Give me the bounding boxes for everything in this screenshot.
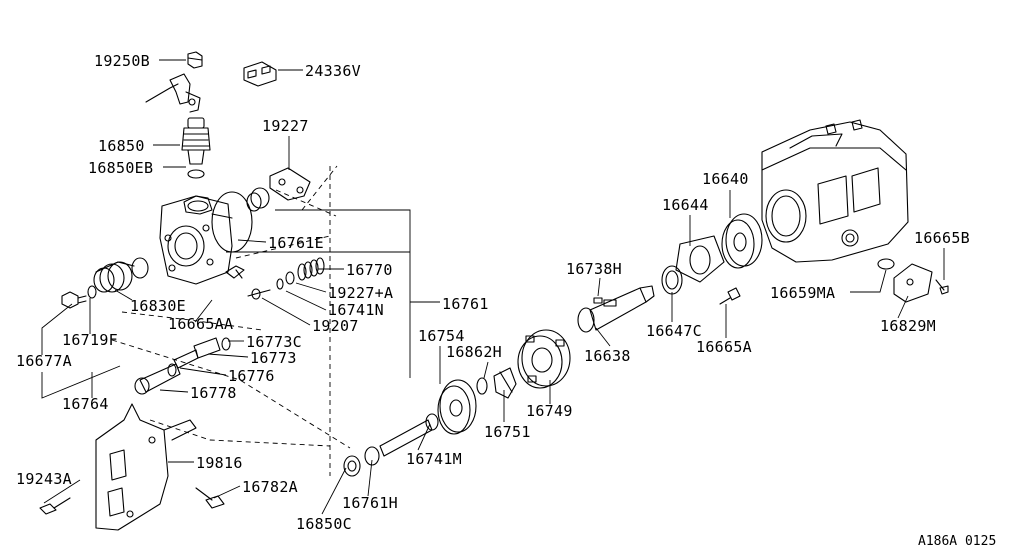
label-16830e: 16830E: [130, 297, 186, 315]
label-16773: 16773: [250, 349, 297, 367]
part-labels: 19250B 24336V 16850 16850EB 19227 16761E…: [16, 52, 996, 549]
shaft-16638: [577, 285, 655, 333]
label-16665a: 16665A: [696, 338, 752, 356]
sensor-lead: [145, 73, 201, 113]
label-16850eb: 16850EB: [88, 159, 153, 177]
plug-cylinder: [246, 187, 270, 212]
connector-24336v: [243, 61, 277, 87]
bracket-19816: [95, 403, 197, 531]
roller-ring-16749: [517, 329, 571, 389]
solenoid-16850: [181, 117, 211, 165]
label-16754: 16754: [418, 327, 465, 345]
label-19816: 19816: [196, 454, 243, 472]
ring-16741n: [276, 278, 284, 290]
cover-plate-19227: [269, 167, 311, 201]
washer-16719f: [87, 285, 97, 299]
pin-19207: [247, 288, 271, 300]
label-16665aa: 16665AA: [168, 315, 233, 333]
label-16647c: 16647C: [646, 322, 702, 340]
o-ring-16850eb: [187, 169, 205, 179]
plate-16640: [721, 213, 763, 269]
bolt-19243a: [39, 497, 71, 515]
cross-disk-16751: [493, 367, 517, 399]
label-19227: 19227: [262, 117, 309, 135]
label-16862h: 16862H: [446, 343, 502, 361]
label-16773c: 16773C: [246, 333, 302, 351]
label-24336v: 24336V: [305, 62, 361, 80]
delivery-valve-16830e: [93, 257, 149, 293]
label-16741m: 16741M: [406, 450, 462, 468]
label-19227a: 19227+A: [328, 284, 393, 302]
key-16738h: [593, 297, 603, 304]
label-16776: 16776: [228, 367, 275, 385]
plate-16644: [675, 235, 725, 283]
label-16644: 16644: [662, 196, 709, 214]
spring-16770: [297, 257, 325, 281]
bolt-16677a: [61, 291, 87, 309]
leader-lines: [41, 59, 945, 515]
label-16761e: 16761E: [268, 234, 324, 252]
label-16677a: 16677A: [16, 352, 72, 370]
spring-16862h: [476, 377, 488, 395]
label-16778: 16778: [190, 384, 237, 402]
label-16761: 16761: [442, 295, 489, 313]
label-16640: 16640: [702, 170, 749, 188]
label-19243a: 19243A: [16, 470, 72, 488]
label-16829m: 16829M: [880, 317, 936, 335]
screw-16665b: [935, 279, 949, 295]
o-ring-16659ma: [877, 258, 895, 270]
cap-nut-19250b: [187, 51, 203, 69]
distributor-head: [159, 195, 233, 285]
cover-16829m: [893, 263, 933, 303]
reference-code: A186A 0125: [918, 534, 996, 549]
label-16741n: 16741N: [328, 301, 384, 319]
bolt-16665a: [719, 287, 741, 305]
label-16749: 16749: [526, 402, 573, 420]
label-16761h: 16761H: [342, 494, 398, 512]
label-16850: 16850: [98, 137, 145, 155]
label-19207: 19207: [312, 317, 359, 335]
label-16764: 16764: [62, 395, 109, 413]
label-19250b: 19250B: [94, 52, 150, 70]
ring-16647c: [661, 265, 683, 295]
label-16738h: 16738H: [566, 260, 622, 278]
bolt-16665aa: [225, 265, 245, 279]
plunger-assembly: [134, 337, 231, 395]
coupling-16754: [437, 379, 477, 435]
label-16850c: 16850C: [296, 515, 352, 533]
label-16751: 16751: [484, 423, 531, 441]
washer-19227a: [285, 271, 295, 285]
label-16659ma: 16659MA: [770, 284, 835, 302]
label-16782a: 16782A: [242, 478, 298, 496]
gasket-16761e: [211, 191, 253, 253]
label-16665b: 16665B: [914, 229, 970, 247]
label-16638: 16638: [584, 347, 631, 365]
pump-housing: [761, 119, 909, 263]
drive-shaft: [343, 413, 439, 477]
bolt-16782a: [195, 487, 225, 509]
label-16719f: 16719F: [62, 331, 118, 349]
label-16770: 16770: [346, 261, 393, 279]
